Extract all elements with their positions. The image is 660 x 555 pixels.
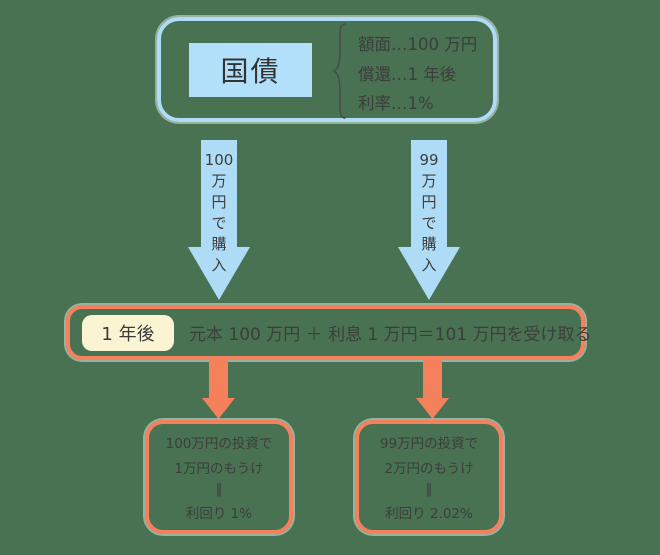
result-arrow-right bbox=[416, 357, 449, 419]
arrow-shaft bbox=[201, 140, 237, 248]
result-right-investment: 99万円の投資で bbox=[379, 436, 479, 453]
bond-info-panel bbox=[157, 17, 497, 122]
result-left-profit: 1万円のもうけ bbox=[174, 460, 264, 477]
purchase-arrow-right: 99 万 円 で 購 入 bbox=[398, 140, 460, 300]
maturity-panel: 1 年後 元本 100 万円 ＋ 利息 1 万円＝101 万円を受け取る bbox=[66, 305, 592, 360]
bond-details-list: 額面…100 万円 償還…1 年後 利率…1% bbox=[358, 30, 498, 119]
arrow-shaft bbox=[423, 357, 442, 399]
result-right-yield: 利回り 2.02% bbox=[385, 505, 473, 522]
result-right-profit: 2万円のもうけ bbox=[384, 460, 474, 477]
purchase-arrow-left-label: 100 万 円 で 購 入 bbox=[204, 151, 234, 274]
result-arrow-left bbox=[202, 357, 235, 419]
maturity-badge: 1 年後 bbox=[82, 314, 174, 351]
purchase-arrow-right-label: 99 万 円 で 購 入 bbox=[419, 151, 439, 274]
bond-detail-facevalue: 額面…100 万円 bbox=[358, 35, 478, 54]
arrow-shaft bbox=[209, 357, 228, 399]
down-arrow-icon bbox=[202, 398, 235, 419]
maturity-equation: 元本 100 万円 ＋ 利息 1 万円＝101 万円を受け取る bbox=[189, 325, 592, 345]
bond-title-box: 国債 bbox=[189, 43, 312, 97]
purchase-arrow-left: 100 万 円 で 購 入 bbox=[188, 140, 250, 300]
result-left-yield: 利回り 1% bbox=[185, 505, 253, 522]
maturity-badge-label: 1 年後 bbox=[101, 323, 155, 345]
result-box-left: 100万円の投資で 1万円のもうけ ‖ 利回り 1% bbox=[145, 420, 293, 534]
arrow-shaft bbox=[411, 140, 447, 248]
result-left-investment: 100万円の投資で bbox=[165, 436, 273, 453]
brace-icon bbox=[332, 23, 348, 119]
bond-title: 国債 bbox=[220, 55, 281, 88]
equals-vertical-icon: ‖ bbox=[215, 481, 223, 498]
bond-detail-interest: 利率…1% bbox=[358, 94, 434, 113]
down-arrow-icon bbox=[416, 398, 449, 419]
bond-detail-redemption: 償還…1 年後 bbox=[358, 64, 457, 84]
result-box-right: 99万円の投資で 2万円のもうけ ‖ 利回り 2.02% bbox=[355, 420, 503, 534]
equals-vertical-icon: ‖ bbox=[425, 481, 433, 498]
